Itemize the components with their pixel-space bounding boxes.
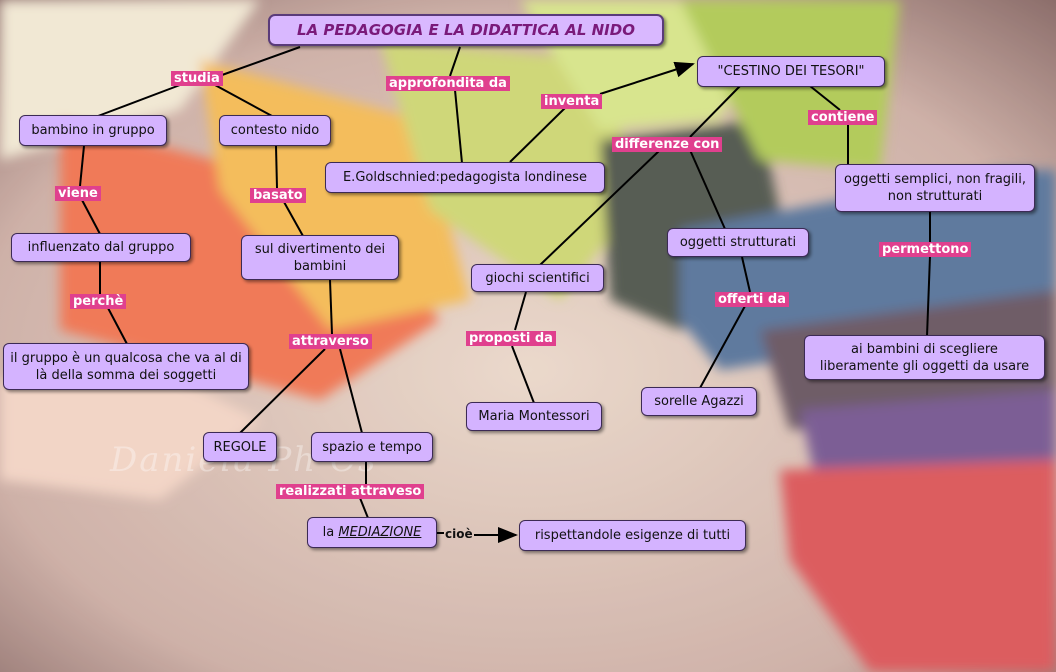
link-viene-influenzato bbox=[82, 200, 100, 234]
link-approfondita-goldschmied bbox=[455, 90, 462, 163]
link-cestino-differenze bbox=[690, 86, 740, 137]
node-sorelle-agazzi[interactable]: sorelle Agazzi bbox=[641, 387, 757, 416]
label-differenze-con: differenze con bbox=[612, 137, 722, 152]
link-permettono-scegliere bbox=[927, 256, 930, 336]
label-realizzati-attraveso: realizzati attraveso bbox=[276, 484, 424, 499]
mediazione-term: MEDIAZIONE bbox=[338, 524, 421, 541]
link-proposti-montessori bbox=[512, 346, 534, 403]
link-basato-divertimento bbox=[284, 202, 303, 236]
node-oggetti-semplici[interactable]: oggetti semplici, non fragili, non strut… bbox=[835, 164, 1035, 212]
link-studia-bambino bbox=[98, 85, 180, 116]
label-viene: viene bbox=[55, 186, 101, 201]
link-title-studia bbox=[222, 47, 300, 75]
mediazione-prefix: la bbox=[323, 524, 335, 541]
label-proposti-da: proposti da bbox=[466, 331, 556, 346]
map-title[interactable]: LA PEDAGOGIA E LA DIDATTICA AL NIDO bbox=[268, 14, 664, 46]
link-giochi-proposti bbox=[515, 292, 526, 330]
link-differenze-strutturati bbox=[690, 150, 725, 229]
link-attraverso-regole bbox=[240, 349, 325, 433]
link-inventa-cestino bbox=[600, 64, 693, 94]
label-permettono: permettono bbox=[879, 242, 971, 257]
node-regole[interactable]: REGOLE bbox=[203, 432, 277, 462]
node-gruppo-somma[interactable]: il gruppo è un qualcosa che va al di là … bbox=[3, 343, 249, 390]
link-strutturati-offerti bbox=[742, 257, 750, 292]
link-cestino-contiene bbox=[810, 86, 840, 110]
node-mediazione[interactable]: la MEDIAZIONE bbox=[307, 517, 437, 548]
node-oggetti-strutturati[interactable]: oggetti strutturati bbox=[667, 228, 809, 257]
node-maria-montessori[interactable]: Maria Montessori bbox=[466, 402, 602, 431]
link-divertimento-attraverso bbox=[330, 280, 332, 334]
node-goldschmied[interactable]: E.Goldschnied:pedagogista londinese bbox=[325, 162, 605, 193]
node-bambino-in-gruppo[interactable]: bambino in gruppo bbox=[19, 115, 167, 146]
node-scegliere[interactable]: ai bambini di scegliere liberamente gli … bbox=[804, 335, 1045, 380]
label-attraverso: attraverso bbox=[289, 334, 372, 349]
node-influenzato[interactable]: influenzato dal gruppo bbox=[11, 233, 191, 262]
link-perche-somma bbox=[108, 308, 127, 344]
link-offerti-agazzi bbox=[700, 306, 745, 388]
link-attraverso-spazio bbox=[340, 349, 362, 433]
label-contiene: contiene bbox=[808, 110, 877, 125]
node-cestino-dei-tesori[interactable]: "CESTINO DEI TESORI" bbox=[697, 56, 885, 87]
label-perche: perchè bbox=[70, 294, 126, 309]
link-bambino-viene bbox=[80, 146, 84, 186]
label-inventa: inventa bbox=[541, 94, 602, 109]
label-cioe: cioè bbox=[445, 527, 473, 541]
label-studia: studia bbox=[171, 71, 223, 86]
node-rispettando[interactable]: rispettandole esigenze di tutti bbox=[519, 520, 746, 551]
link-realizzati-mediazione bbox=[360, 498, 368, 518]
link-studia-contesto bbox=[215, 85, 272, 116]
label-offerti-da: offerti da bbox=[715, 292, 789, 307]
node-contesto-nido[interactable]: contesto nido bbox=[219, 115, 331, 146]
label-basato: basato bbox=[250, 188, 306, 203]
link-contesto-basato bbox=[276, 146, 277, 188]
link-goldschmied-inventa bbox=[510, 108, 565, 162]
node-giochi-scientifici[interactable]: giochi scientifici bbox=[471, 264, 604, 292]
label-approfondita-da: approfondita da bbox=[386, 76, 510, 91]
link-title-approfondita bbox=[450, 47, 460, 76]
node-spazio-e-tempo[interactable]: spazio e tempo bbox=[311, 432, 433, 462]
node-divertimento[interactable]: sul divertimento dei bambini bbox=[241, 235, 399, 280]
